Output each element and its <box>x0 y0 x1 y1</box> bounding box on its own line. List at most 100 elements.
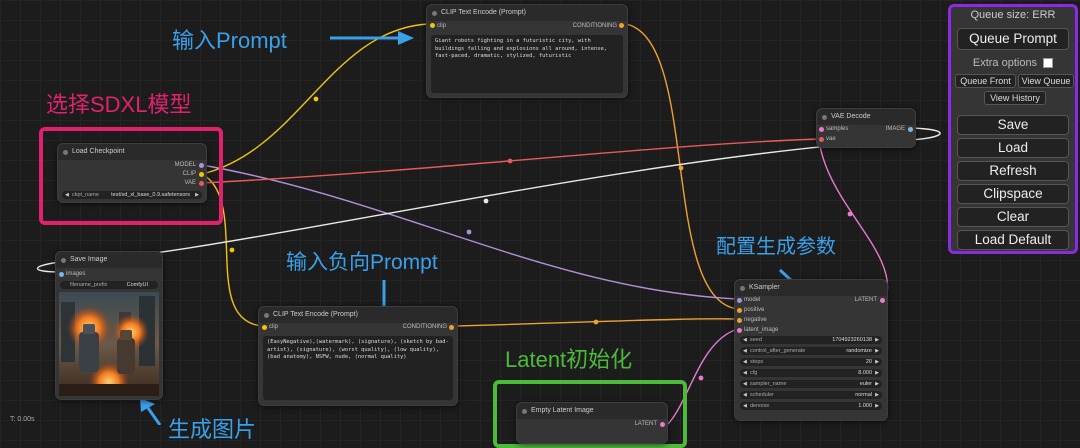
queue-size-label: Queue size: ERR <box>970 9 1056 21</box>
extra-options-checkbox[interactable] <box>1043 58 1054 69</box>
output-conditioning-label: CONDITIONING <box>572 23 617 29</box>
input-latent-image-label: latent_image <box>744 327 779 333</box>
refresh-button[interactable]: Refresh <box>957 161 1069 181</box>
load-checkpoint-node[interactable]: Load Checkpoint MODEL CLIP VAE ◀ ckpt_na… <box>57 143 207 203</box>
save-image-node[interactable]: Save Image images filename_prefix ComfyU… <box>55 251 163 400</box>
denoise-widget[interactable]: ◀ denoise 1.000 ▶ <box>740 402 882 410</box>
clip-text-encode-negative-node[interactable]: CLIP Text Encode (Prompt) clip CONDITION… <box>258 306 458 406</box>
ckpt-name-selector[interactable]: ◀ ckpt_name test/sd_xl_base_0.9.safetens… <box>62 191 202 199</box>
output-slot-dot[interactable] <box>199 181 204 186</box>
input-samples-label: samples <box>826 126 849 132</box>
node-title[interactable]: Save Image <box>56 252 162 268</box>
annotation-select-model: 选择SDXL模型 <box>46 92 192 117</box>
queue-control-panel: Queue size: ERR Queue Prompt Extra optio… <box>948 4 1078 254</box>
scheduler-widget[interactable]: ◀ scheduler normal ▶ <box>740 391 882 399</box>
checkpoint-highlight-box <box>39 127 223 225</box>
arrow-left-icon[interactable]: ◀ <box>65 192 69 198</box>
arrow-left-icon[interactable]: ◀ <box>743 359 747 365</box>
view-queue-button[interactable]: View Queue <box>1018 74 1074 88</box>
arrow-left-icon[interactable]: ◀ <box>743 381 747 387</box>
wire-negative-to-ksampler <box>454 318 739 327</box>
input-slot-dot[interactable] <box>430 23 435 28</box>
output-slot-dot[interactable] <box>619 23 624 28</box>
arrow-right-icon[interactable]: ▶ <box>875 337 879 343</box>
vae-decode-node[interactable]: VAE Decode samples vae IMAGE <box>816 108 916 148</box>
output-vae-label: VAE <box>184 180 196 186</box>
wire-latent-to-decode <box>817 128 889 300</box>
extra-options-label: Extra options <box>972 57 1038 69</box>
input-slot-dot[interactable] <box>819 137 824 142</box>
arrow-right-icon[interactable]: ▶ <box>875 348 879 354</box>
input-slot-dot[interactable] <box>59 272 64 277</box>
steps-widget[interactable]: ◀ steps 20 ▶ <box>740 358 882 366</box>
input-slot-dot[interactable] <box>737 298 742 303</box>
input-negative-label: negative <box>744 317 767 323</box>
output-slot-dot[interactable] <box>908 127 913 132</box>
queue-prompt-button[interactable]: Queue Prompt <box>957 28 1069 50</box>
ksampler-node[interactable]: KSampler model positive negative latent_… <box>734 279 888 421</box>
output-conditioning-label: CONDITIONING <box>402 324 447 330</box>
output-latent-label: LATENT <box>854 297 877 303</box>
input-slot-dot[interactable] <box>737 308 742 313</box>
node-title[interactable]: VAE Decode <box>817 109 915 125</box>
clipspace-button[interactable]: Clipspace <box>957 184 1069 204</box>
node-title[interactable]: KSampler <box>735 280 887 296</box>
output-slot-dot[interactable] <box>449 325 454 330</box>
queue-front-button[interactable]: Queue Front <box>955 74 1016 88</box>
wire-image-to-save <box>37 127 941 273</box>
arrow-left-icon[interactable]: ◀ <box>743 403 747 409</box>
node-title[interactable]: CLIP Text Encode (Prompt) <box>259 307 457 323</box>
arrow-right-icon[interactable]: ▶ <box>875 359 879 365</box>
arrow-right-icon[interactable]: ▶ <box>875 392 879 398</box>
input-positive-label: positive <box>744 307 765 313</box>
node-title[interactable]: Load Checkpoint <box>58 144 206 160</box>
save-button[interactable]: Save <box>957 115 1069 135</box>
input-clip-label: clip <box>437 23 447 29</box>
control-after-generate-widget[interactable]: ◀ control_after_generate randomize ▶ <box>740 347 882 355</box>
wire-clip-to-positive <box>201 23 429 175</box>
view-history-button[interactable]: View History <box>984 91 1046 105</box>
empty-latent-image-node[interactable]: Empty Latent Image LATENT <box>516 402 668 444</box>
annotation-config-params: 配置生成参数 <box>716 236 836 258</box>
arrow-right-icon[interactable]: ▶ <box>875 403 879 409</box>
cfg-widget[interactable]: ◀ cfg 8.000 ▶ <box>740 369 882 377</box>
input-slot-dot[interactable] <box>262 325 267 330</box>
output-slot-dot[interactable] <box>199 172 204 177</box>
input-slot-dot[interactable] <box>737 318 742 323</box>
sampler-name-widget[interactable]: ◀ sampler_name euler ▶ <box>740 380 882 388</box>
input-vae-label: vae <box>826 136 836 142</box>
input-slot-dot[interactable] <box>819 127 824 132</box>
load-button[interactable]: Load <box>957 138 1069 158</box>
input-model-label: model <box>744 297 761 303</box>
arrow-left-icon[interactable]: ◀ <box>743 392 747 398</box>
arrow-left-icon[interactable]: ◀ <box>743 348 747 354</box>
load-default-button[interactable]: Load Default <box>957 230 1069 250</box>
clear-button[interactable]: Clear <box>957 207 1069 227</box>
output-latent-label: LATENT <box>634 421 657 427</box>
input-slot-dot[interactable] <box>737 328 742 333</box>
output-model-label: MODEL <box>174 162 196 168</box>
arrow-right-icon[interactable]: ▶ <box>195 192 199 198</box>
wire-model-to-ksampler <box>201 164 739 300</box>
output-slot-dot[interactable] <box>199 163 204 168</box>
generated-image-preview[interactable] <box>59 292 159 396</box>
output-clip-label: CLIP <box>182 171 196 177</box>
arrow-left-icon[interactable]: ◀ <box>743 370 747 376</box>
status-timer: T: 0.00s <box>10 416 35 423</box>
seed-widget[interactable]: ◀ seed 1704923260138 ▶ <box>740 336 882 344</box>
clip-text-encode-positive-node[interactable]: CLIP Text Encode (Prompt) clip CONDITION… <box>426 4 628 98</box>
arrow-left-icon[interactable]: ◀ <box>743 337 747 343</box>
annotation-latent-init: Latent初始化 <box>505 347 633 372</box>
input-clip-label: clip <box>269 324 279 330</box>
node-title[interactable]: Empty Latent Image <box>517 403 667 419</box>
arrow-right-icon[interactable]: ▶ <box>875 370 879 376</box>
annotation-input-negative: 输入负向Prompt <box>286 251 438 274</box>
prompt-text-area[interactable]: Giant robots fighting in a futuristic ci… <box>431 35 623 93</box>
wire-empty-latent-to-ksampler <box>667 328 739 425</box>
arrow-right-icon[interactable]: ▶ <box>875 381 879 387</box>
filename-prefix-field[interactable]: filename_prefix ComfyUI <box>60 281 158 289</box>
output-slot-dot[interactable] <box>880 298 885 303</box>
negative-prompt-text-area[interactable]: (EasyNegative),(watermark), (signature),… <box>263 336 453 400</box>
node-title[interactable]: CLIP Text Encode (Prompt) <box>427 5 627 21</box>
